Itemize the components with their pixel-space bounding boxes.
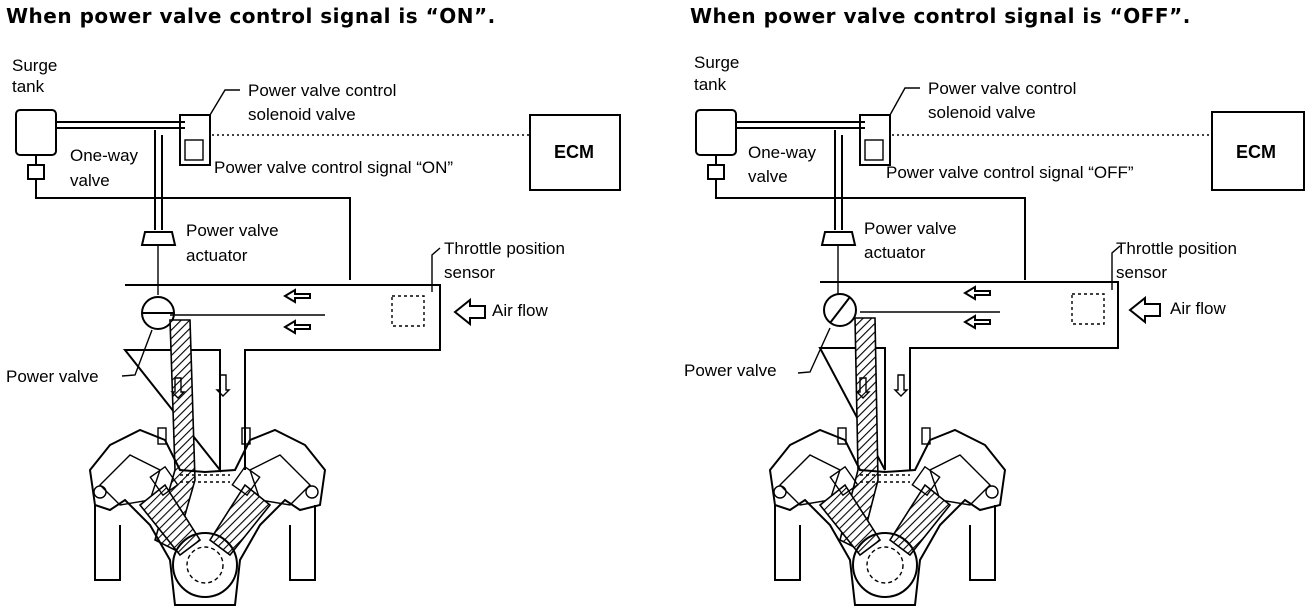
label-tps-2: sensor [444, 263, 496, 282]
label-power-valve: Power valve [684, 361, 777, 380]
label-tps-1: Throttle position [1116, 239, 1237, 258]
diagram-on [15, 89, 621, 606]
one-way-valve [707, 164, 725, 180]
label-actuator-1: Power valve [864, 219, 957, 238]
solenoid-valve [179, 114, 211, 166]
solenoid-valve [859, 114, 891, 166]
label-airflow: Air flow [492, 301, 548, 320]
panel-title: When power valve control signal is “OFF”… [690, 4, 1191, 28]
label-actuator-2: actuator [186, 246, 248, 265]
throttle-position-sensor [1071, 293, 1105, 325]
label-ecm: ECM [1236, 142, 1276, 162]
label-airflow: Air flow [1170, 299, 1226, 318]
intake-manifold [818, 281, 1119, 471]
ecm-box [1211, 111, 1305, 191]
surge-tank [15, 109, 57, 156]
ecm-box [529, 114, 621, 191]
one-way-valve [27, 164, 45, 180]
label-power-valve: Power valve [6, 367, 99, 386]
label-signal: Power valve control signal “ON” [214, 158, 454, 177]
actuator [140, 231, 177, 246]
label-surge: Surge [12, 56, 58, 75]
label-surge: Surge [694, 53, 740, 72]
label-actuator-1: Power valve [186, 221, 279, 240]
engine-v6 [769, 427, 1006, 606]
label-tank: tank [694, 75, 727, 94]
panel-signal-off: When power valve control signal is “OFF”… [680, 0, 1312, 616]
diagram-off [695, 87, 1305, 606]
label-solenoid-1: Power valve control [928, 79, 1077, 98]
panel-signal-on: When power valve control signal is “ON”.… [6, 4, 621, 606]
label-oneway-2: valve [748, 167, 788, 186]
label-oneway-1: One-way [70, 146, 139, 165]
label-solenoid-2: solenoid valve [928, 103, 1036, 122]
panel-title: When power valve control signal is “ON”. [6, 4, 496, 28]
label-signal: Power valve control signal “OFF” [886, 163, 1134, 182]
label-tank: tank [12, 77, 45, 96]
power-valve [823, 293, 857, 327]
label-tps-1: Throttle position [444, 239, 565, 258]
label-oneway-2: valve [70, 171, 110, 190]
actuator [820, 231, 857, 246]
throttle-position-sensor [391, 295, 425, 327]
label-solenoid-2: solenoid valve [248, 105, 356, 124]
label-solenoid-1: Power valve control [248, 81, 397, 100]
surge-tank [695, 109, 737, 156]
label-oneway-1: One-way [748, 143, 817, 162]
label-ecm: ECM [554, 142, 594, 162]
label-actuator-2: actuator [864, 243, 926, 262]
label-tps-2: sensor [1116, 263, 1168, 282]
